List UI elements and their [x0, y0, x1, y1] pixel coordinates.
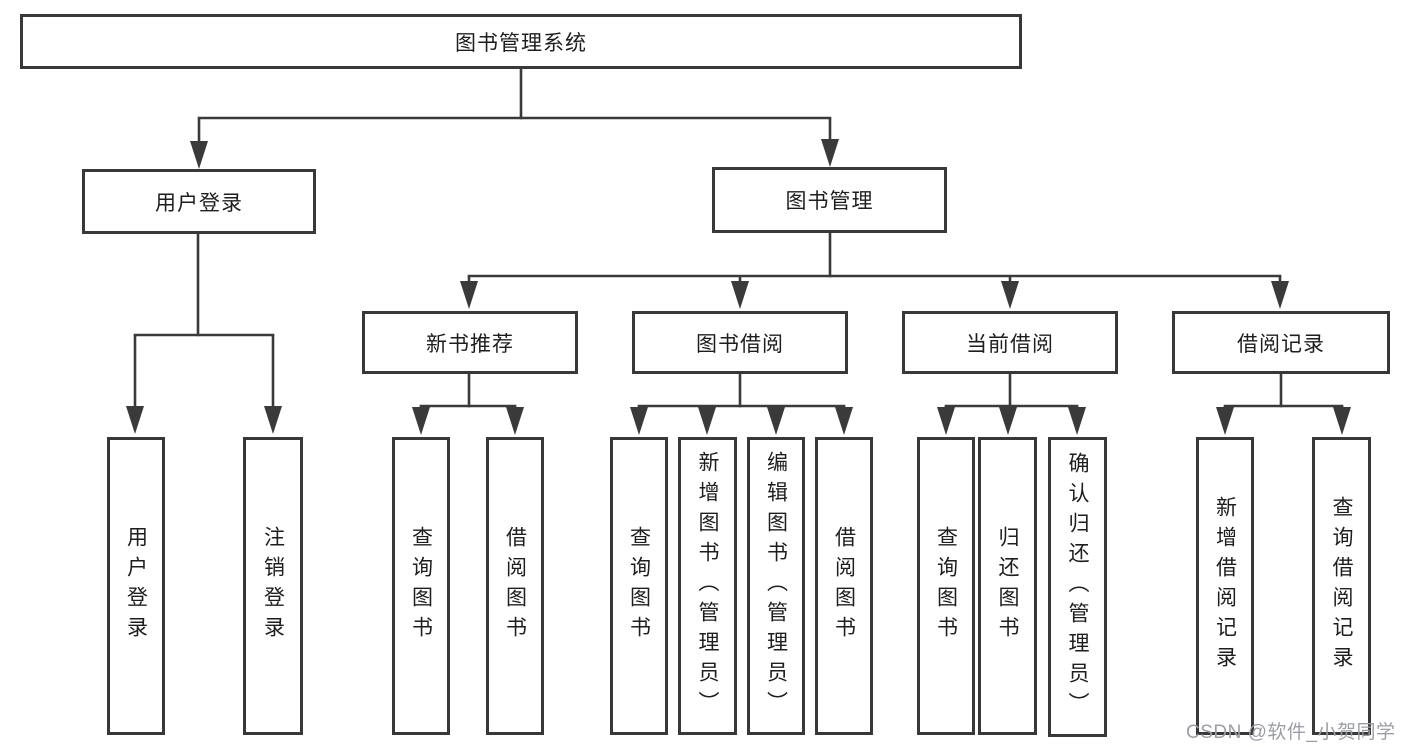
node-root: 图书管理系统	[20, 14, 1022, 69]
csdn-watermark: CSDN @软件_小贺同学	[1186, 722, 1396, 743]
node-new-book-recommend: 新书推荐	[362, 311, 578, 374]
leaf-newbook-query-books-label: 查询图书	[409, 526, 433, 646]
node-current-borrow: 当前借阅	[902, 311, 1118, 374]
node-user-login-label: 用户登录	[155, 191, 243, 215]
node-root-label: 图书管理系统	[455, 31, 587, 55]
leaf-borrow-add-books-admin-label: 新增图书（管理员）	[696, 451, 719, 721]
leaf-records-query-record-label: 查询借阅记录	[1330, 496, 1353, 676]
leaf-borrow-edit-books-admin-label: 编辑图书（管理员）	[764, 451, 788, 721]
leaf-borrow-borrow-books: 借阅图书	[815, 437, 873, 735]
node-book-management: 图书管理	[712, 167, 947, 233]
leaf-current-return-books: 归还图书	[978, 437, 1037, 735]
leaf-records-add-record-label: 新增借阅记录	[1213, 496, 1237, 676]
leaf-borrow-edit-books-admin: 编辑图书（管理员）	[747, 437, 805, 735]
leaf-user-login: 用户登录	[107, 437, 165, 735]
leaf-newbook-borrow-books: 借阅图书	[486, 437, 544, 735]
leaf-borrow-borrow-books-label: 借阅图书	[832, 526, 856, 646]
leaf-current-return-books-label: 归还图书	[996, 526, 1019, 646]
leaf-records-query-record: 查询借阅记录	[1312, 437, 1371, 735]
leaf-borrow-query-books-label: 查询图书	[627, 526, 651, 646]
leaf-logout-label: 注销登录	[261, 526, 285, 646]
node-book-borrow-label: 图书借阅	[696, 332, 784, 356]
leaf-borrow-query-books: 查询图书	[610, 437, 668, 735]
leaf-newbook-borrow-books-label: 借阅图书	[503, 526, 527, 646]
leaf-current-query-books-label: 查询图书	[934, 526, 958, 646]
leaf-user-login-label: 用户登录	[124, 526, 148, 646]
node-borrow-records-label: 借阅记录	[1237, 332, 1325, 356]
leaf-current-confirm-return-admin: 确认归还（管理员）	[1048, 437, 1107, 737]
node-current-borrow-label: 当前借阅	[966, 332, 1054, 356]
leaf-logout: 注销登录	[243, 437, 303, 735]
leaf-newbook-query-books: 查询图书	[392, 437, 450, 735]
node-book-borrow: 图书借阅	[632, 311, 848, 374]
node-book-management-label: 图书管理	[785, 190, 874, 213]
node-user-login: 用户登录	[82, 169, 316, 234]
leaf-borrow-add-books-admin: 新增图书（管理员）	[678, 437, 737, 735]
leaf-records-add-record: 新增借阅记录	[1196, 437, 1254, 735]
node-borrow-records: 借阅记录	[1172, 311, 1390, 374]
leaf-current-confirm-return-admin-label: 确认归还（管理员）	[1066, 452, 1089, 722]
leaf-current-query-books: 查询图书	[917, 437, 975, 735]
node-new-book-recommend-label: 新书推荐	[426, 332, 514, 356]
